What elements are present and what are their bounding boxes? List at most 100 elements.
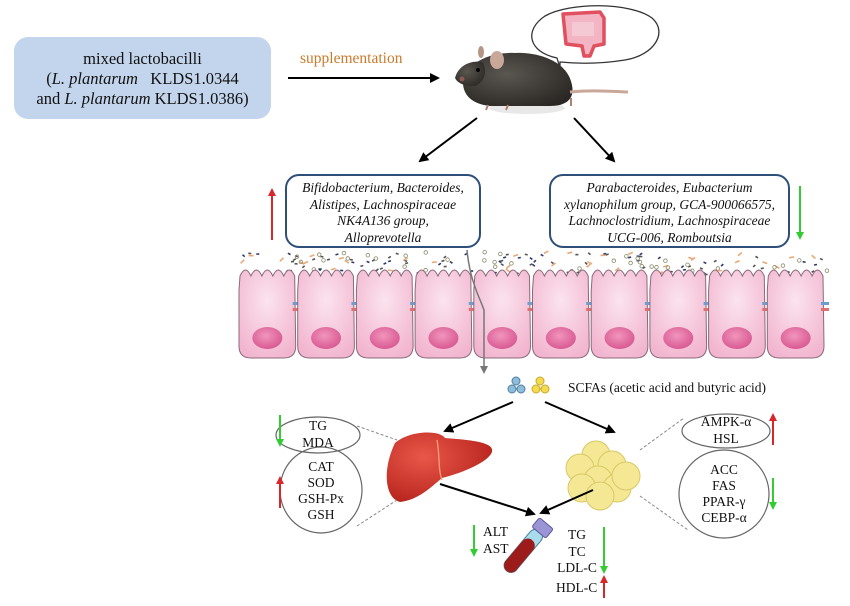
microbe: [517, 256, 521, 259]
tight-junction: [703, 302, 712, 305]
microbe: [567, 251, 573, 255]
microbe: [345, 256, 350, 261]
microbe: [760, 267, 764, 270]
microbe: [637, 259, 643, 265]
nucleus: [252, 327, 283, 349]
microbe: [379, 267, 384, 270]
microbe: [685, 262, 690, 268]
microbe: [365, 253, 371, 258]
tight-junction: [468, 308, 477, 311]
nucleus: [369, 327, 400, 349]
microbe: [680, 265, 685, 269]
fat-cell: [585, 481, 615, 511]
blood-hdl-increased: HDL-C: [556, 580, 597, 597]
blood-liver-enzymes: ALT AST: [483, 524, 509, 557]
microbe: [387, 255, 392, 259]
microbe: [628, 260, 633, 266]
microbe: [445, 257, 450, 262]
epithelial-cell: [532, 269, 595, 359]
blood-tube-icon: [503, 517, 554, 573]
microbe: [256, 253, 260, 255]
marker-label: TG: [309, 418, 327, 433]
marker-label: TC: [568, 543, 586, 559]
microbe: [627, 251, 634, 256]
microbe: [492, 259, 497, 265]
adipose-tissue-icon: [565, 440, 641, 511]
microbe: [649, 264, 654, 269]
adipose-increased-markers: AMPK-α HSL: [682, 414, 770, 447]
microbe: [505, 253, 509, 256]
microbe: [309, 254, 315, 258]
microbe: [811, 270, 815, 274]
microbe: [720, 263, 724, 267]
microbe: [635, 256, 640, 261]
marker-label: FAS: [712, 478, 736, 493]
nucleus: [663, 327, 694, 349]
microbe: [529, 263, 533, 266]
tight-junction: [410, 302, 419, 305]
tight-junction: [586, 308, 595, 311]
microbe: [699, 267, 704, 270]
microbe: [500, 259, 504, 262]
intestinal-epithelium: [238, 269, 829, 359]
microbe: [576, 271, 580, 274]
microbe: [524, 253, 528, 256]
microbe: [819, 257, 824, 261]
microbe: [294, 254, 300, 259]
marker-label: ALT: [483, 524, 509, 539]
arrow-scfa-to-liver: [443, 401, 514, 433]
microbe: [303, 260, 309, 265]
bacteria-line: Lachnoclostridium, Lachnospiraceae: [568, 213, 771, 228]
fat-cell: [611, 461, 641, 491]
microbe: [373, 256, 379, 261]
arrow-to-decreased-bacteria: [573, 117, 616, 163]
mouse-illustration: [455, 46, 629, 114]
tight-junction: [292, 308, 301, 311]
marker-label: GSH-Px: [298, 491, 344, 506]
nucleus: [780, 327, 811, 349]
liver-decreased-markers: TG MDA: [276, 418, 360, 451]
microbe: [614, 267, 620, 272]
epithelial-cell: [649, 269, 712, 359]
source-and: and: [36, 89, 65, 108]
microbe: [824, 268, 830, 273]
microbe: [663, 258, 668, 263]
tight-junction: [762, 302, 771, 305]
microbe: [657, 256, 661, 260]
microbe: [492, 264, 498, 269]
microbe: [737, 251, 743, 257]
microbe: [290, 260, 295, 263]
microbe: [395, 252, 399, 255]
microbe: [687, 265, 692, 268]
increased-bacteria-box: Bifidobacterium, Bacteroides, Alistipes,…: [285, 174, 481, 248]
tight-junction: [527, 308, 536, 311]
bacteria-line: Parabacteroides, Eubacterium: [586, 180, 753, 195]
microbe: [441, 259, 445, 263]
microbe: [292, 258, 297, 262]
epithelial-cell: [766, 269, 829, 359]
microbe: [375, 268, 379, 272]
epithelial-cell: [708, 269, 771, 359]
source-title: mixed lactobacilli: [83, 49, 202, 68]
microbe: [532, 263, 536, 267]
scfa-label: SCFAs (acetic acid and butyric acid): [568, 380, 767, 395]
microbe: [443, 255, 447, 259]
microbe: [505, 268, 511, 273]
tight-junction: [292, 302, 301, 305]
marker-label: HSL: [713, 430, 739, 446]
microbe: [431, 261, 437, 264]
microbe: [360, 264, 364, 268]
microbe: [811, 254, 817, 260]
epithelial-cell: [590, 269, 653, 359]
microbe: [813, 263, 818, 266]
microbe: [624, 254, 629, 259]
bacteria-line: UCG-006, Romboutsia: [607, 229, 732, 245]
epithelial-cell: [355, 269, 419, 359]
marker-label: CAT: [308, 459, 334, 474]
microbe: [498, 251, 503, 257]
microbe: [713, 259, 717, 263]
microbe: [298, 259, 304, 265]
tight-junction: [644, 308, 653, 311]
microbe: [294, 262, 298, 265]
microbe: [603, 252, 607, 255]
